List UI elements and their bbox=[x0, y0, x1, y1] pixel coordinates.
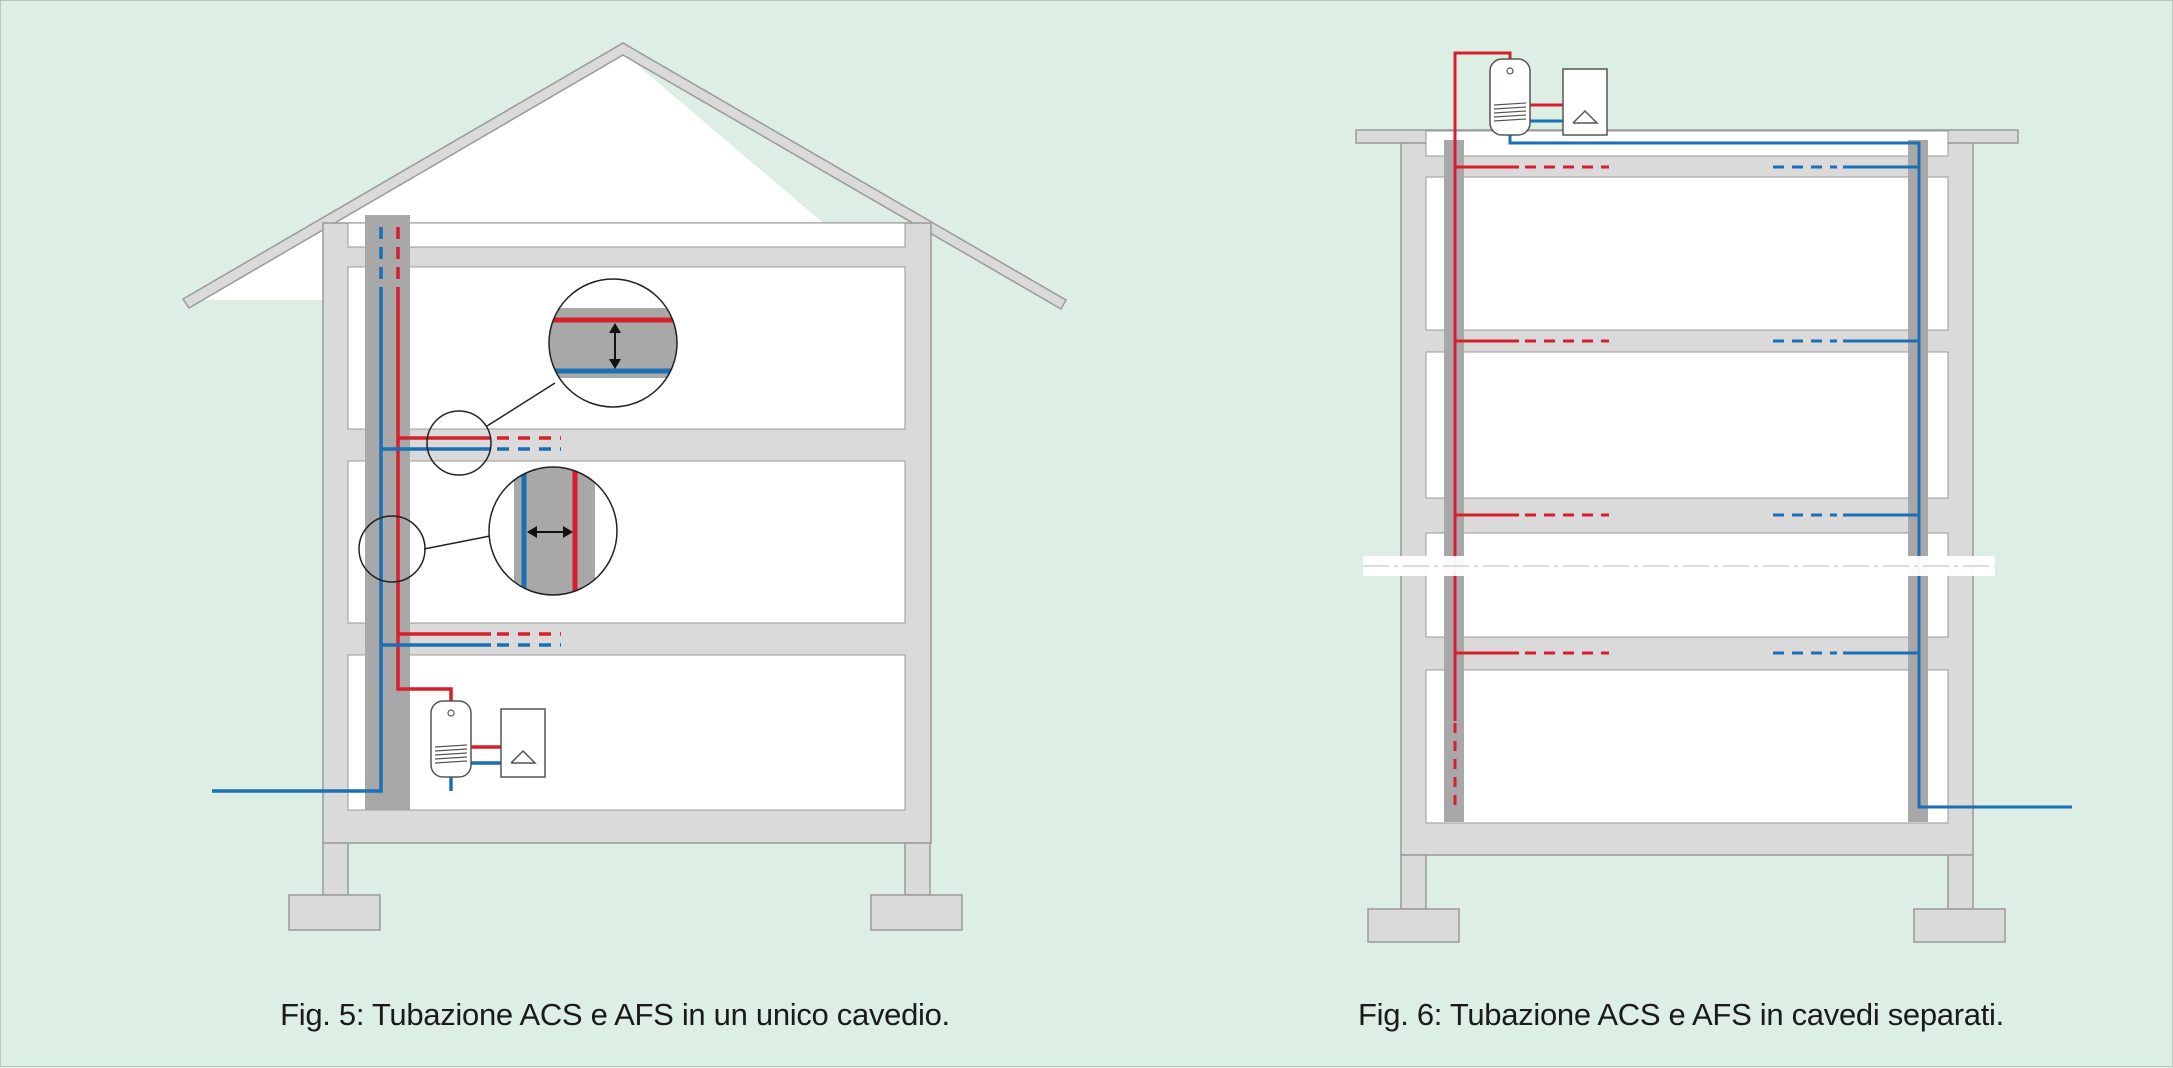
fig6-break-line bbox=[1363, 556, 1995, 576]
fig6-cold-riser bbox=[1508, 135, 2072, 809]
fig6-building bbox=[1355, 129, 2019, 943]
double-arrow-icon bbox=[609, 323, 621, 369]
fig6-room-floor-3 bbox=[1425, 351, 1949, 499]
fig6-left-column bbox=[1400, 854, 1427, 910]
fig6-right-column bbox=[1947, 854, 1974, 910]
magnifier-icon bbox=[426, 278, 678, 476]
boiler-icon bbox=[1489, 58, 1531, 136]
fig5-pipes bbox=[212, 227, 561, 793]
fig6-hot-riser bbox=[1453, 51, 1512, 721]
fig6-room-floor-1 bbox=[1425, 669, 1949, 824]
fig5-roof bbox=[181, 42, 1068, 311]
fig5-hot-riser bbox=[396, 291, 453, 701]
fig5-room-floor-2 bbox=[347, 460, 906, 624]
fig5-left-footing bbox=[288, 894, 381, 931]
fig5-shaft bbox=[365, 215, 410, 810]
magnifier-icon bbox=[358, 466, 618, 596]
fig6-pipes bbox=[1453, 51, 2072, 809]
fig5-attic-space bbox=[347, 222, 906, 248]
fig5-right-footing bbox=[870, 894, 963, 931]
fig5-right-column bbox=[904, 842, 931, 896]
fig5-cold-riser bbox=[212, 291, 383, 793]
caption-fig6: Fig. 6: Tubazione ACS e AFS in cavedi se… bbox=[1358, 997, 2004, 1032]
boiler-icon bbox=[430, 700, 472, 778]
fig6-room-floor-2 bbox=[1425, 532, 1949, 638]
generator-icon bbox=[500, 708, 546, 778]
fig6-room-floor-4 bbox=[1425, 176, 1949, 331]
caption-fig5: Fig. 5: Tubazione ACS e AFS in un unico … bbox=[280, 997, 950, 1032]
fig5-left-column bbox=[322, 842, 349, 896]
fig5-building bbox=[181, 42, 1068, 931]
generator-icon bbox=[1562, 68, 1608, 136]
fig6-right-footing bbox=[1913, 908, 2006, 943]
fig6-left-footing bbox=[1367, 908, 1460, 943]
double-arrow-icon bbox=[527, 526, 573, 538]
